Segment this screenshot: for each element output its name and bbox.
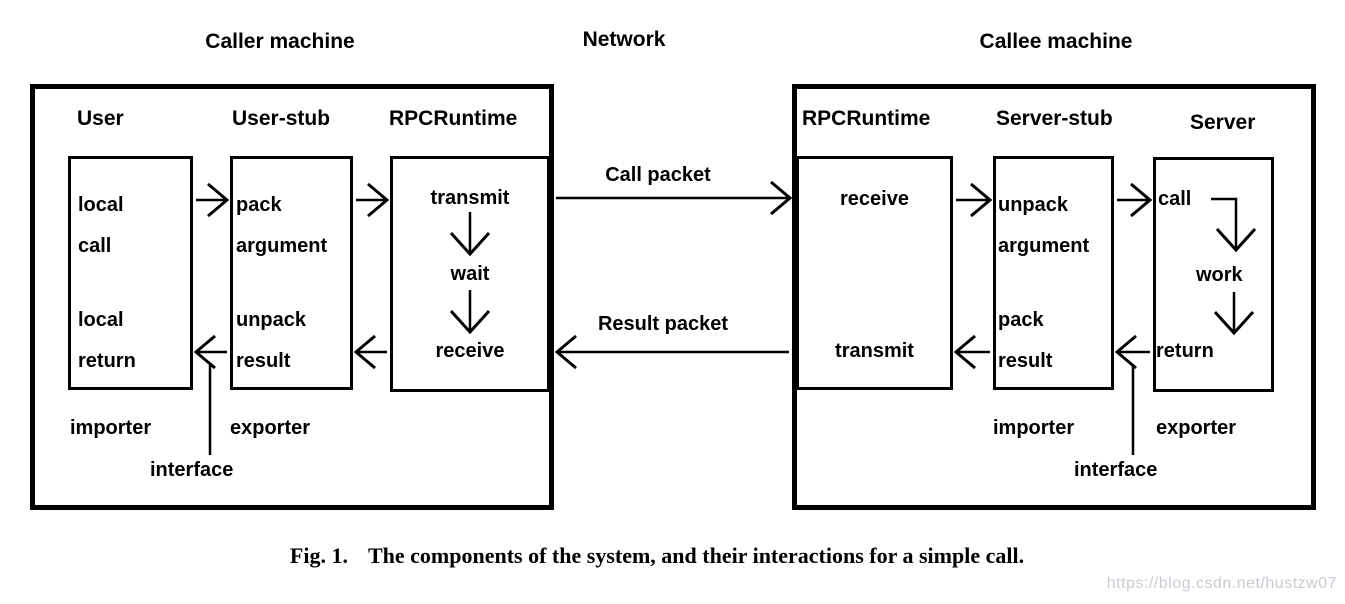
user-stub-box [230,156,353,390]
server-stub-box [993,156,1114,390]
network-title: Network [582,28,666,51]
figure-number: Fig. 1. [289,543,348,568]
local-call-label: local call [78,194,124,257]
callee-exporter-label: exporter [1156,417,1237,439]
callee-header-rpcruntime: RPCRuntime [802,107,931,130]
user-box [68,156,193,390]
caller-receive-label: receive [435,340,505,362]
caller-transmit-label: transmit [430,187,510,209]
caller-exporter-label: exporter [230,417,311,439]
callee-header-server-stub: Server-stub [996,107,1113,130]
caller-rpcruntime-box [390,156,550,392]
call-label: call [1158,188,1192,210]
caller-interface-label: interface [150,459,234,481]
caller-header-user-stub: User-stub [232,107,331,130]
caller-machine-box [30,84,554,510]
callee-machine-box [792,84,1316,510]
call-packet-label: Call packet [605,164,711,186]
figure-caption: Fig. 1. The components of the system, and… [0,541,1314,571]
caller-header-user: User [77,107,124,130]
callee-transmit-label: transmit [835,340,914,362]
callee-interface-label: interface [1074,459,1158,481]
callee-receive-label: receive [840,188,909,210]
return-label: return [1156,340,1214,362]
wait-label: wait [450,263,490,285]
work-label: work [1196,264,1243,286]
figure-caption-text: The components of the system, and their … [367,543,1025,568]
local-return-label: local return [78,309,136,372]
watermark-url: https://blog.csdn.net/hustzw07 [1106,575,1337,592]
caller-importer-label: importer [70,417,152,439]
callee-rpcruntime-box [796,156,953,390]
caller-machine-title: Caller machine [205,30,355,53]
pack-result-label: pack result [998,309,1053,372]
unpack-result-label: unpack result [236,309,307,372]
server-box [1153,157,1274,392]
caller-header-rpcruntime: RPCRuntime [389,107,518,130]
pack-argument-label: pack argument [236,194,328,257]
unpack-argument-label: unpack argument [998,194,1090,257]
callee-header-server: Server [1190,111,1256,134]
result-packet-label: Result packet [597,313,729,335]
callee-importer-label: importer [993,417,1075,439]
callee-machine-title: Callee machine [979,30,1133,53]
